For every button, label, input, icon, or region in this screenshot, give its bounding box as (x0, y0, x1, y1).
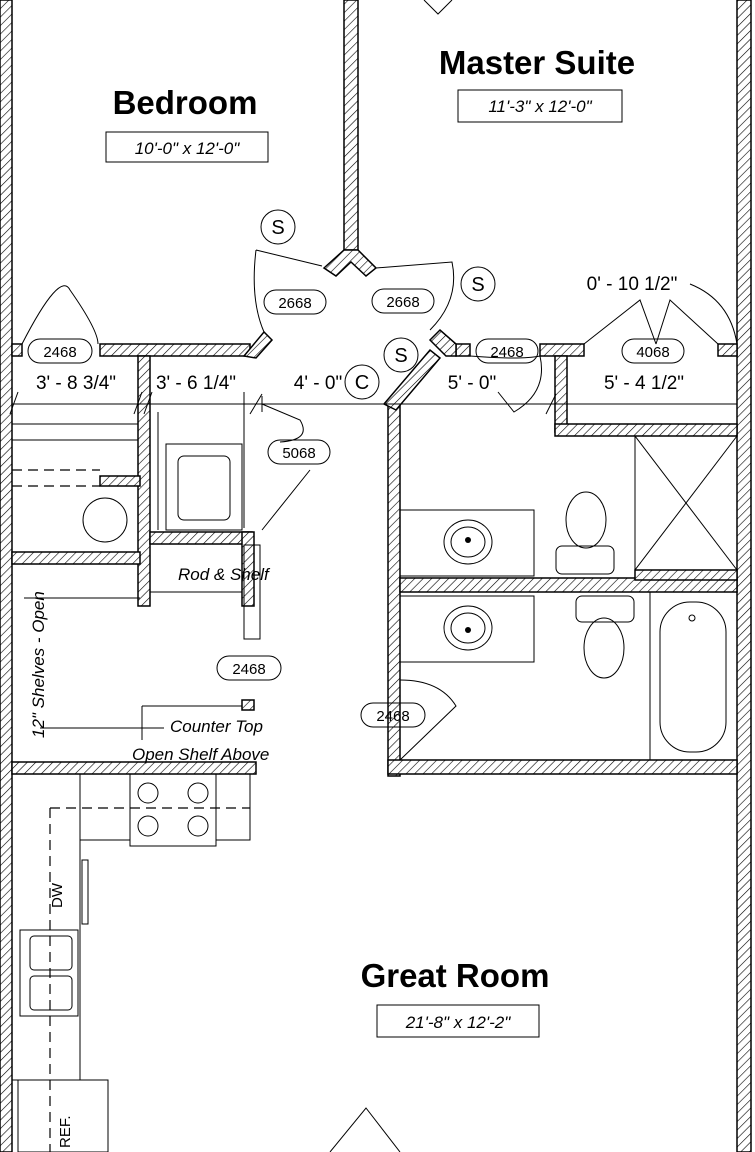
bathtub-icon (649, 591, 738, 761)
room-size-box (457, 89, 623, 123)
svg-text:S: S (394, 345, 407, 367)
smoke-detector-icon (383, 337, 419, 373)
door-tag: 4068 (636, 344, 669, 361)
dimension-label: 0' - 10 1/2" (587, 274, 678, 295)
room-size-master: 11'-3" x 12'-0" (488, 97, 592, 116)
note-open-shelf: Open Shelf Above (132, 745, 269, 764)
note-counter-top: Counter Top (170, 717, 263, 736)
door-tag: 2468 (376, 708, 409, 725)
door-tag: 2468 (232, 661, 265, 678)
smoke-detector-icon (460, 266, 496, 302)
wall-seg (634, 569, 738, 581)
toilet-icon (583, 617, 625, 679)
vanity-lower (399, 595, 535, 663)
note-rod-shelf: Rod & Shelf (178, 565, 271, 584)
wall-seg (241, 699, 255, 711)
door-tag: 2668 (386, 294, 419, 311)
refrigerator-icon (17, 1079, 109, 1152)
wall-seg (539, 343, 585, 357)
wall-bath-divider (399, 577, 738, 593)
dimension-label: 4' - 0" (294, 373, 342, 394)
wall-seg (717, 343, 738, 357)
room-name-great: Great Room (361, 957, 550, 994)
sink-icon (443, 519, 493, 565)
wall-seg (554, 355, 568, 433)
door-tag: 5068 (282, 445, 315, 462)
room-size-box (376, 1004, 540, 1038)
room-size-bedroom: 10'-0" x 12'-0" (135, 139, 241, 158)
wall-seg (554, 423, 738, 437)
fixtures (11, 412, 738, 1152)
dimension-label: 5' - 0" (448, 373, 496, 394)
room-name-master: Master Suite (439, 44, 635, 81)
label-dishwasher: DW (49, 882, 66, 908)
door-tag: 2468 (43, 344, 76, 361)
wall-seg (241, 531, 255, 607)
dimension-label: 3' - 8 3/4" (36, 373, 116, 394)
note-shelves: 12" Shelves - Open (29, 591, 48, 738)
wall-bath-bottom (387, 759, 738, 775)
wall-seg (11, 343, 23, 357)
wall-seg (99, 475, 141, 487)
svg-text:S: S (471, 274, 484, 296)
co-detector-icon (344, 364, 380, 400)
hall-angled-walls (242, 249, 457, 411)
smoke-detector-icon (260, 209, 296, 245)
door-tag: 2468 (490, 344, 523, 361)
room-size-great: 21'-8" x 12'-2" (405, 1013, 512, 1032)
exterior-wall-left (0, 0, 13, 1152)
water-heater-icon (82, 497, 128, 543)
wall-seg (455, 343, 471, 357)
wall-seg (99, 343, 251, 357)
kitchen-counter (11, 773, 81, 1081)
shower-icon (634, 435, 738, 571)
room-name-bedroom: Bedroom (113, 84, 258, 121)
wall-bedroom-master (343, 0, 359, 251)
room-size-box (105, 131, 269, 163)
dimension-line (9, 391, 737, 528)
door-tags: 2468 2668 2668 2468 4068 5068 2468 2468 (27, 288, 685, 728)
wall-seg (149, 531, 253, 545)
dimension-label: 3' - 6 1/4" (156, 373, 236, 394)
washer-icon (165, 443, 243, 531)
dimension-label: 5' - 4 1/2" (604, 373, 684, 394)
wall-seg (11, 551, 141, 565)
door-tag: 2668 (278, 295, 311, 312)
kitchen-sink-icon (19, 929, 79, 1017)
exterior-wall-right (736, 0, 752, 1152)
svg-text:S: S (271, 217, 284, 239)
door-swings (21, 0, 738, 1152)
detector-symbols: S S S C (260, 209, 496, 400)
svg-text:C: C (355, 372, 369, 394)
vanity-upper (399, 509, 535, 577)
sink-icon (443, 605, 493, 651)
label-refrigerator: REF. (57, 1115, 74, 1148)
toilet-icon (565, 491, 607, 549)
